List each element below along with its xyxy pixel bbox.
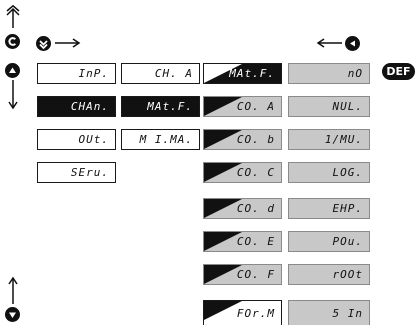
up-triangle-circle-icon[interactable]	[5, 63, 20, 78]
right-arrow-icon	[55, 38, 81, 48]
corner-marker	[204, 265, 242, 284]
c-circle-icon[interactable]	[5, 34, 20, 49]
left-triangle-circle-icon[interactable]	[345, 36, 360, 51]
option-form[interactable]: FOr.M	[203, 300, 282, 325]
option-label: FOr.M	[236, 306, 275, 320]
chevron-down-circle-icon[interactable]	[36, 36, 51, 51]
menu-mat-f[interactable]: MAt.F.	[121, 96, 200, 117]
up-arrow-icon	[8, 276, 18, 304]
option-label: CO. b	[236, 133, 275, 146]
menu-mima[interactable]: M I.MA.	[121, 129, 200, 150]
option-pow[interactable]: POu.	[288, 231, 370, 252]
menu-label: CH. A	[154, 67, 193, 80]
option-label: EHP.	[332, 202, 363, 215]
down-arrow-icon	[8, 80, 18, 110]
corner-marker	[204, 64, 242, 83]
option-label: CO. d	[236, 202, 275, 215]
menu-serv[interactable]: SEru.	[37, 162, 116, 183]
option-sin[interactable]: 5 In	[288, 300, 370, 325]
option-log[interactable]: LOG.	[288, 162, 370, 183]
left-arrow-icon	[316, 38, 342, 48]
option-co-d[interactable]: CO. d	[203, 198, 282, 219]
option-label: LOG.	[332, 166, 363, 179]
option-label: MAt.F.	[229, 67, 275, 80]
option-co-b[interactable]: CO. b	[203, 129, 282, 150]
menu-label: OUt.	[78, 133, 109, 146]
corner-marker	[204, 301, 242, 320]
corner-marker	[204, 199, 242, 218]
option-label: CO. E	[236, 235, 275, 248]
double-up-arrow-icon	[6, 5, 20, 28]
menu-ch-a[interactable]: CH. A	[121, 63, 200, 84]
option-co-a[interactable]: CO. A	[203, 96, 282, 117]
down-triangle-circle-icon[interactable]	[5, 307, 20, 322]
option-co-e[interactable]: CO. E	[203, 231, 282, 252]
menu-label: MAt.F.	[147, 100, 193, 113]
corner-marker	[204, 97, 242, 116]
corner-marker	[204, 232, 242, 251]
option-root[interactable]: rOOt	[288, 264, 370, 285]
option-label: 1/MU.	[324, 133, 363, 146]
menu-label: InP.	[78, 67, 109, 80]
corner-marker	[204, 163, 242, 182]
option-1-mu[interactable]: 1/MU.	[288, 129, 370, 150]
option-mat-f[interactable]: MAt.F.	[203, 63, 282, 84]
option-label: CO. F	[236, 268, 275, 281]
option-no[interactable]: nO	[288, 63, 370, 84]
menu-label: SEru.	[70, 166, 109, 179]
menu-label: M I.MA.	[139, 133, 193, 146]
option-label: rOOt	[332, 268, 363, 281]
option-co-c[interactable]: CO. C	[203, 162, 282, 183]
option-exp[interactable]: EHP.	[288, 198, 370, 219]
option-label: POu.	[332, 235, 363, 248]
menu-chan[interactable]: CHAn.	[37, 96, 116, 117]
option-label: CO. A	[236, 100, 275, 113]
menu-inp[interactable]: InP.	[37, 63, 116, 84]
menu-label: CHAn.	[70, 100, 109, 113]
option-label: CO. C	[236, 166, 275, 179]
option-co-f[interactable]: CO. F	[203, 264, 282, 285]
option-label: 5 In	[332, 306, 363, 320]
option-label: NUL.	[332, 100, 363, 113]
def-button[interactable]: DEF	[382, 63, 415, 80]
option-label: nO	[347, 67, 363, 80]
corner-marker	[204, 130, 242, 149]
option-nul[interactable]: NUL.	[288, 96, 370, 117]
menu-out[interactable]: OUt.	[37, 129, 116, 150]
